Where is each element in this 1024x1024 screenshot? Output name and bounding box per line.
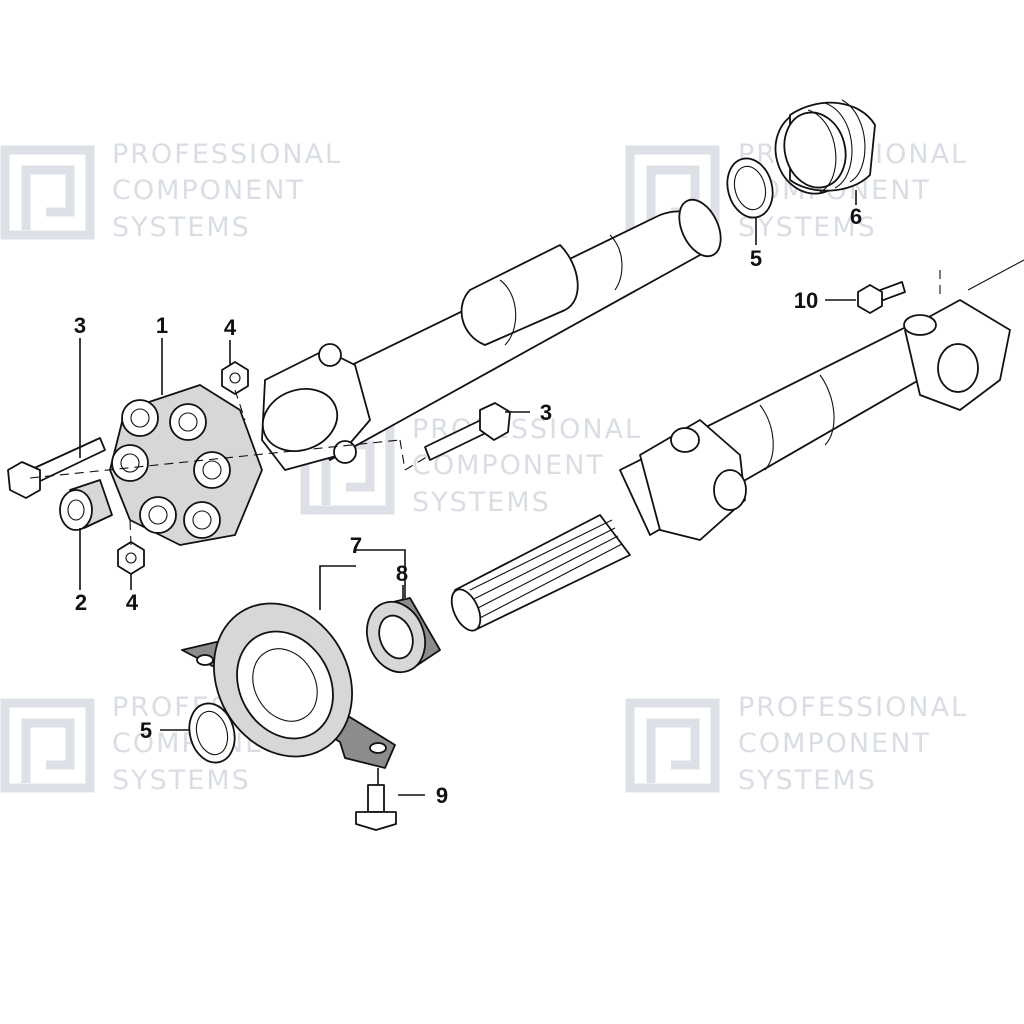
callout-5-top: 5 — [750, 246, 762, 271]
watermark-line3: SYSTEMS — [412, 487, 551, 518]
watermark-logo — [625, 698, 720, 793]
watermark-line3: SYSTEMS — [738, 765, 877, 796]
callout-1: 1 — [156, 313, 168, 338]
callout-10: 10 — [794, 288, 818, 313]
bolt-right — [424, 402, 511, 461]
callout-3-right: 3 — [540, 400, 552, 425]
watermark-top-left: PROFESSIONAL COMPONENT SYSTEMS — [0, 139, 342, 243]
snap-ring-bottom — [188, 702, 236, 764]
watermark-bottom-right: PROFESSIONAL COMPONENT SYSTEMS — [625, 692, 968, 796]
callout-2: 2 — [75, 590, 87, 615]
watermark-logo — [0, 145, 95, 240]
leader-lines — [79, 190, 857, 796]
snap-ring-top — [726, 157, 774, 219]
mounting-bolt — [355, 784, 397, 831]
front-propshaft — [261, 198, 722, 471]
centering-bushing — [59, 479, 113, 531]
watermark-line3: SYSTEMS — [112, 212, 251, 243]
boot — [774, 99, 876, 195]
spline-lines — [469, 519, 623, 621]
rear-propshaft — [450, 259, 1024, 632]
callout-8: 8 — [396, 561, 408, 586]
callout-7: 7 — [350, 533, 362, 558]
nut-bottom — [117, 541, 145, 575]
watermark-line3: SYSTEMS — [738, 212, 877, 243]
center-support-bearing — [181, 602, 396, 769]
watermark-line1: PROFESSIONAL — [738, 692, 968, 723]
callout-4-bottom: 4 — [126, 590, 139, 615]
watermark-line2: COMPONENT — [112, 175, 305, 206]
ball-bearing — [366, 597, 441, 674]
watermark-line2: COMPONENT — [738, 728, 931, 759]
callout-5-bottom: 5 — [140, 718, 152, 743]
callout-6: 6 — [850, 204, 862, 229]
callout-3-left: 3 — [74, 313, 86, 338]
watermark-line2: COMPONENT — [412, 450, 605, 481]
callout-9: 9 — [436, 783, 448, 808]
watermark-line1: PROFESSIONAL — [112, 139, 342, 170]
centerlines — [29, 389, 431, 546]
nut-top — [221, 361, 249, 395]
callout-4-top: 4 — [224, 315, 237, 340]
callouts: 3 1 4 2 4 3 5 6 10 7 8 5 9 — [74, 204, 862, 808]
watermark-logo — [0, 698, 95, 793]
bolt-left — [7, 437, 106, 499]
flex-disc — [109, 384, 263, 546]
flange-bolt — [857, 281, 906, 314]
watermark-line3: SYSTEMS — [112, 765, 251, 796]
